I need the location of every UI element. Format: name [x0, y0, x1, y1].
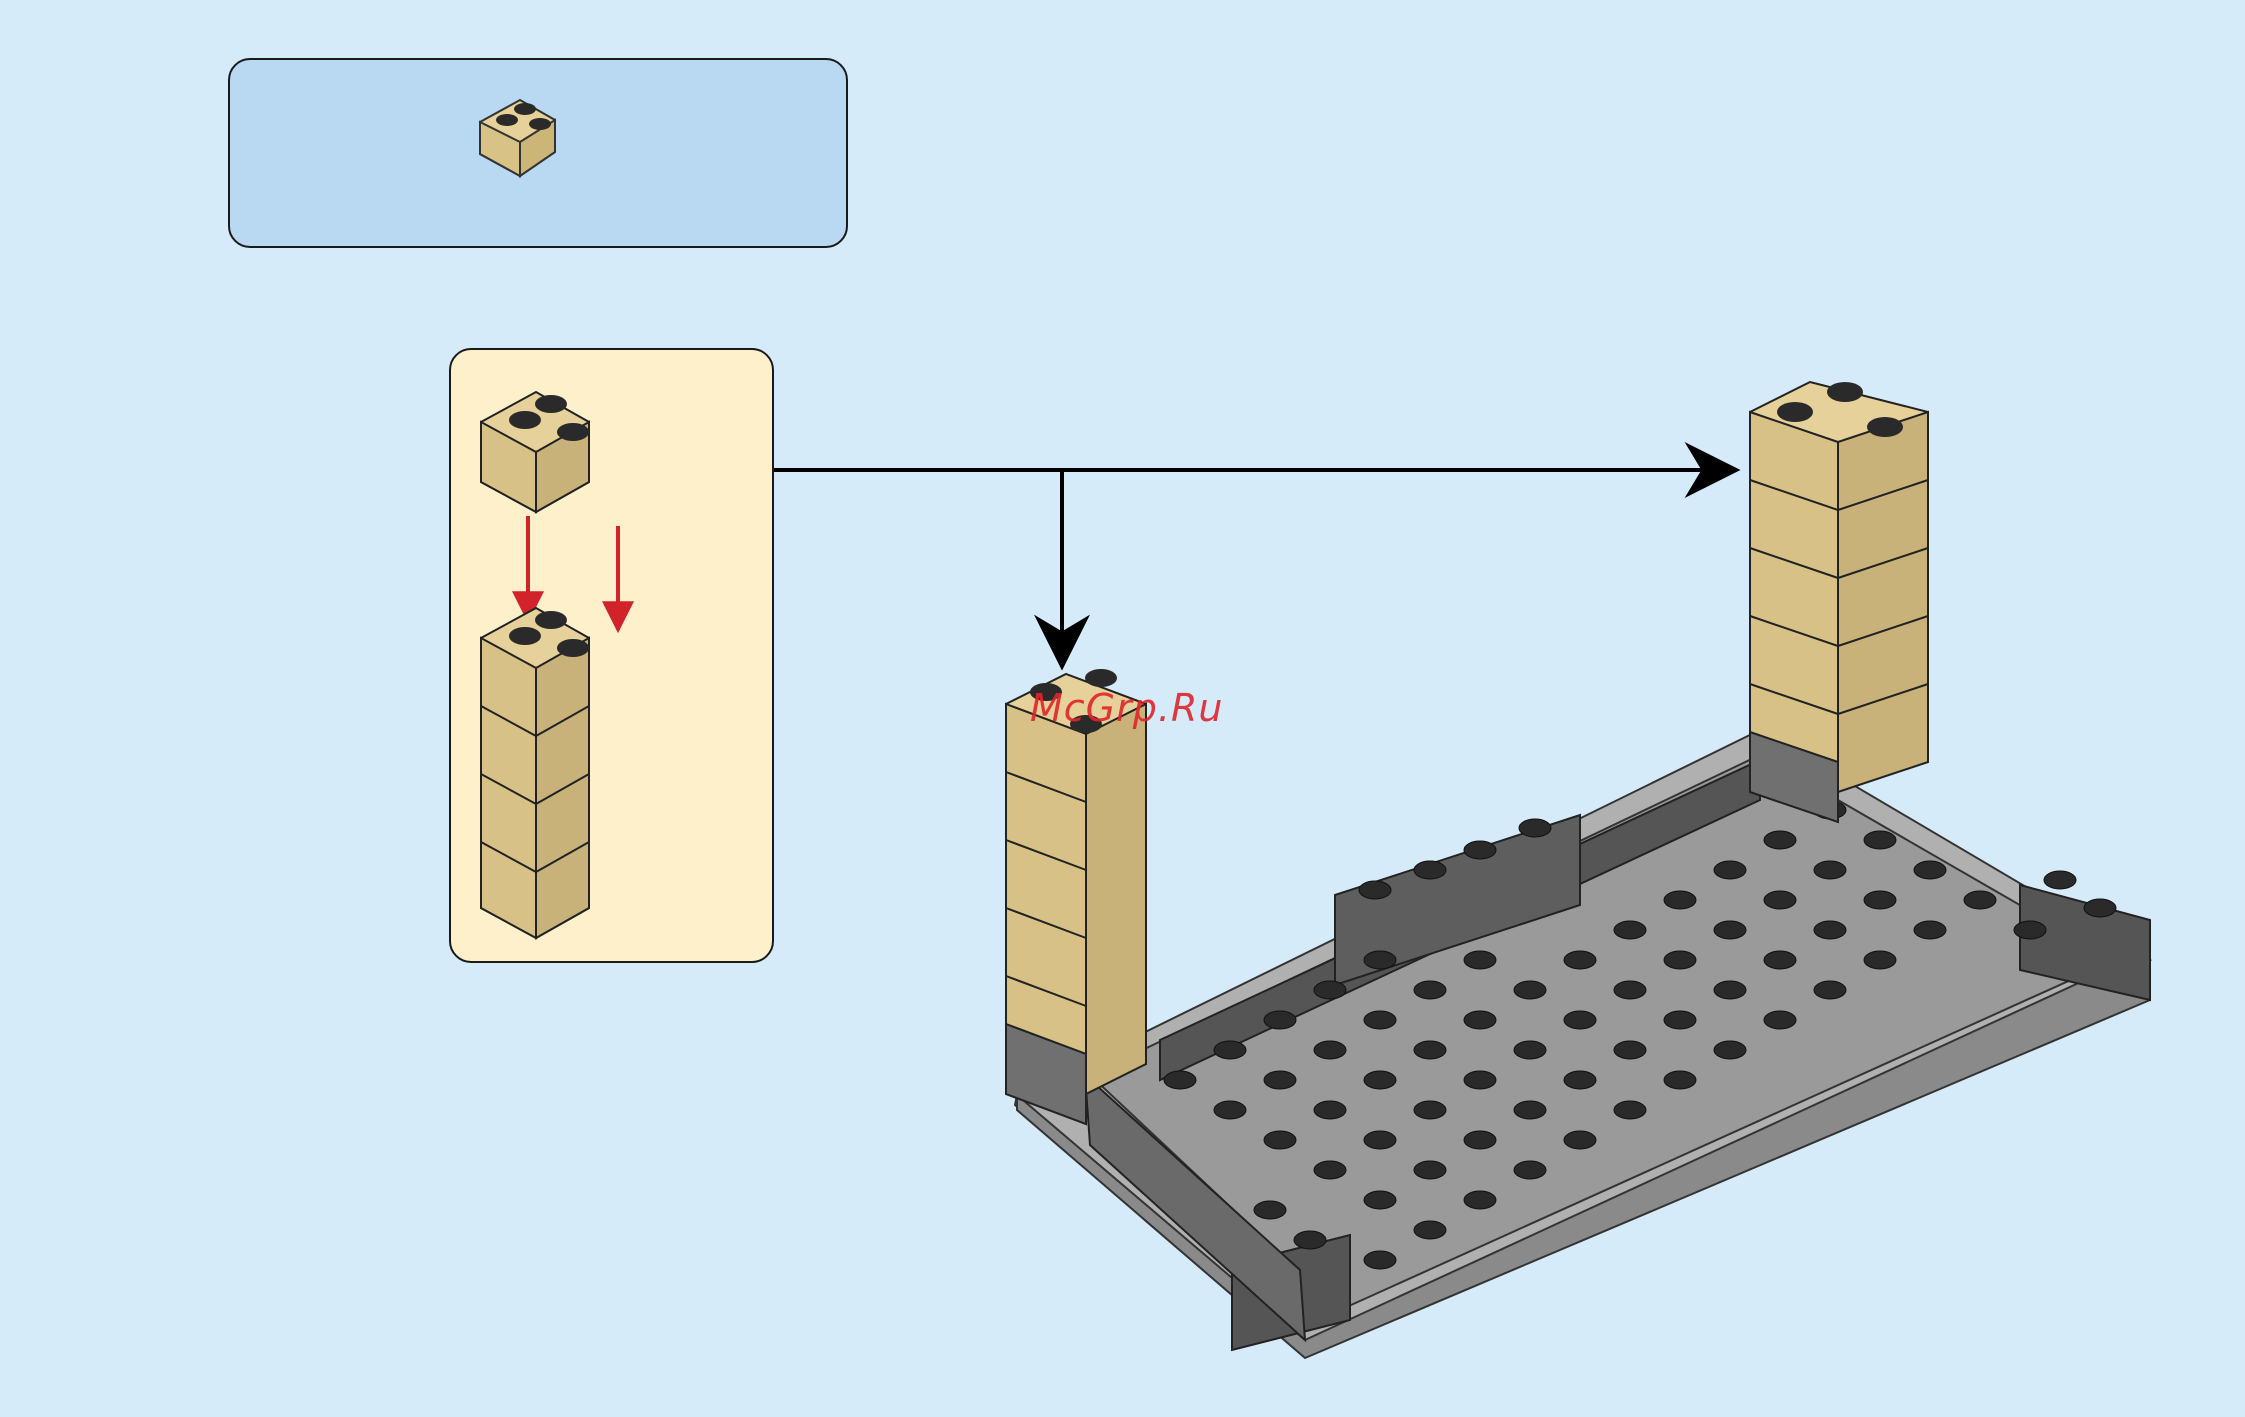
new-brick-icon: [481, 392, 589, 512]
column-assembly-icon: [481, 608, 589, 938]
watermark-text: McGrp.Ru: [1030, 686, 1223, 730]
right-column-model: [1750, 382, 1928, 822]
corner-brick-icon: [480, 100, 555, 176]
left-column-model: [1006, 669, 1146, 1124]
baseplate-model: [1015, 730, 2150, 1358]
